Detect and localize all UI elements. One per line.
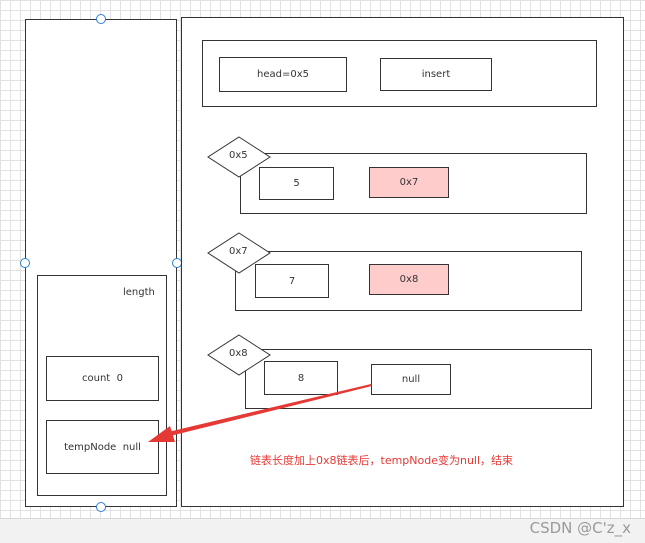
annotation-text: 链表长度加上0x8链表后，tempNode变为null，结束 (250, 454, 514, 467)
node-value-0x7[interactable]: 7 (255, 264, 329, 298)
count-value: 0 (116, 373, 123, 384)
resize-handle-bottom[interactable] (96, 502, 106, 512)
address-label-0x5: 0x5 (229, 150, 248, 161)
address-diamond-0x5 (207, 136, 271, 178)
resize-handle-left[interactable] (20, 258, 30, 268)
node-next-0x8[interactable]: null (371, 364, 451, 395)
address-diamond-0x8 (207, 334, 271, 376)
count-cell[interactable]: count 0 (46, 356, 159, 401)
address-label-0x7: 0x7 (229, 246, 248, 257)
address-diamond-0x7 (207, 232, 271, 274)
arrow-head (148, 426, 175, 442)
count-label: count (82, 373, 111, 384)
temp-node-label: tempNode (64, 441, 117, 453)
temp-node-value: null (122, 441, 141, 453)
node-next-0x5[interactable]: 0x7 (369, 167, 449, 198)
temp-node-cell[interactable]: tempNode null (46, 420, 159, 474)
arrow-shaft (168, 384, 372, 436)
resize-handle-top[interactable] (96, 14, 106, 24)
bottom-strip (0, 518, 645, 543)
node-value-0x8[interactable]: 8 (264, 361, 338, 395)
length-label: length (123, 287, 155, 298)
watermark: CSDN @C'z_x (529, 519, 631, 537)
address-label-0x8: 0x8 (229, 348, 248, 359)
node-value-0x5[interactable]: 5 (259, 167, 334, 200)
insert-cell[interactable]: insert (380, 58, 492, 91)
head-cell[interactable]: head=0x5 (219, 57, 347, 92)
node-next-0x7[interactable]: 0x8 (369, 264, 449, 295)
